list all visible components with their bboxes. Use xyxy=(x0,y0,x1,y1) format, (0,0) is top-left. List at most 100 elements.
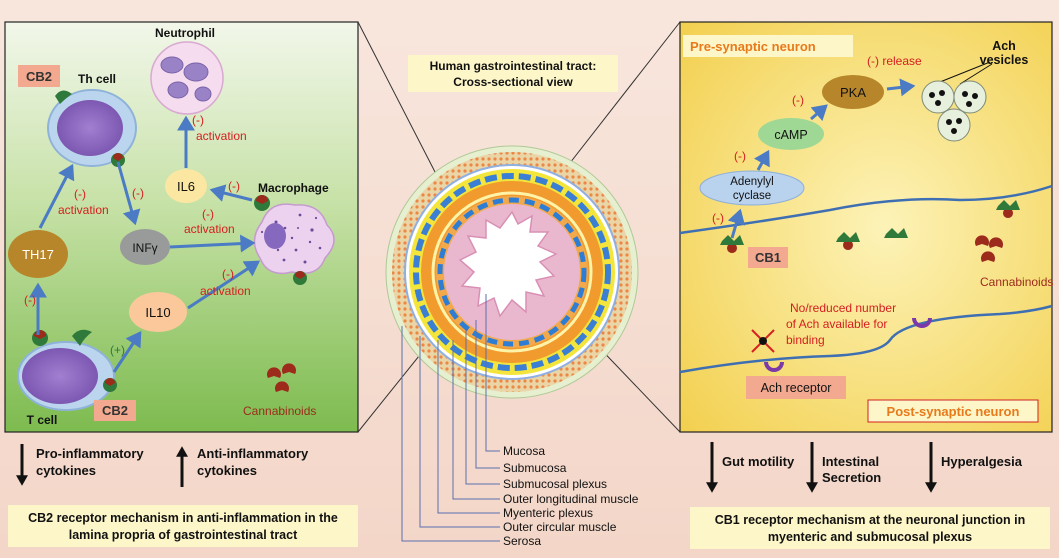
left-caption-line1: CB2 receptor mechanism in anti-inflammat… xyxy=(28,511,338,525)
il6-label: IL6 xyxy=(177,179,195,194)
infg-minus: (-) xyxy=(132,186,144,200)
macrophage-nucleus xyxy=(264,223,286,249)
infg-label: INFγ xyxy=(132,241,157,255)
cb1-label: CB1 xyxy=(755,250,781,265)
ach-receptor-icon-2 xyxy=(912,318,932,328)
cb1-badge xyxy=(748,247,788,268)
post-synaptic-membrane xyxy=(679,304,1053,374)
il10-minus: (-) xyxy=(222,267,234,281)
ach-vesicles-line1: Ach xyxy=(992,39,1016,53)
left-modifiers: (-) (-) activation (-) (-) activation (-… xyxy=(24,113,251,307)
adenylyl-minus: (-) xyxy=(734,149,746,163)
layer-serosa: Serosa xyxy=(503,534,541,548)
cannabinoids-right-label: Cannabinoids xyxy=(980,275,1053,289)
macrophage-label: Macrophage xyxy=(258,181,329,195)
ach-receptor-badge xyxy=(746,376,846,399)
pro-inflammatory-line2: cytokines xyxy=(36,463,96,478)
th-minus: (-) xyxy=(74,187,86,201)
post-synaptic-label: Post-synaptic neuron xyxy=(887,404,1020,419)
infg-node xyxy=(120,229,170,265)
infg-mac-minus: (-) xyxy=(202,207,214,221)
hyperalgesia-label: Hyperalgesia xyxy=(941,454,1023,469)
pka-node xyxy=(822,75,884,109)
ach-pointer-2 xyxy=(959,63,993,85)
intestinal-secretion-line1: Intestinal xyxy=(822,454,879,469)
gi-cross-section xyxy=(385,145,639,399)
release-label: (-) release xyxy=(867,54,922,68)
center-title-line1: Human gastrointestinal tract: xyxy=(430,59,597,73)
il10-node xyxy=(129,292,187,332)
th17-node xyxy=(8,230,68,278)
macrophage-granules xyxy=(260,213,322,264)
mac-il6-minus: (-) xyxy=(228,179,240,193)
cannabinoids-right-icon xyxy=(975,235,1003,262)
adenylyl-line1: Adenylyl xyxy=(730,176,773,188)
camp-minus: (-) xyxy=(792,93,804,107)
ach-vesicles-icon xyxy=(921,80,987,142)
anti-inflammatory-line1: Anti-inflammatory xyxy=(197,446,309,461)
ach-receptor-icon-1 xyxy=(764,362,784,372)
right-modifiers: (-) (-) (-) (-) release xyxy=(712,54,922,225)
cannabinoids-left-label: Cannabinoids xyxy=(243,404,316,418)
center-title-box xyxy=(408,55,618,92)
center-title-line2: Cross-sectional view xyxy=(453,75,573,89)
cb2-bottom-label: CB2 xyxy=(102,403,128,418)
il6-minus: (-) xyxy=(192,113,204,127)
layer-submucosal-plexus: Submucosal plexus xyxy=(503,477,607,491)
right-arrows xyxy=(727,78,916,239)
anti-inflammatory-line2: cytokines xyxy=(197,463,257,478)
blocked-ach-icon xyxy=(751,329,775,353)
cb1-receptor-icons xyxy=(720,200,1020,253)
adenylyl-line2: cyclase xyxy=(733,190,771,202)
il6-node xyxy=(165,169,207,203)
layer-outer-circular-muscle: Outer circular muscle xyxy=(503,520,617,534)
layer-outer-longitudinal-muscle: Outer longitudinal muscle xyxy=(503,492,639,506)
pre-synaptic-box xyxy=(683,35,853,57)
t-cell-label: T cell xyxy=(27,413,58,427)
th-cb2-receptor-icon xyxy=(55,90,72,104)
left-caption-box xyxy=(8,505,358,547)
layer-labels: Mucosa Submucosa Submucosal plexus Outer… xyxy=(503,444,639,548)
neutrophil-nucleus xyxy=(160,56,212,102)
macrophage-ligand-bottom-icon xyxy=(293,271,307,285)
il6-activation: activation xyxy=(196,129,247,143)
th17-minus: (-) xyxy=(24,293,36,307)
no-reduced-line3: binding xyxy=(786,333,825,347)
cb1-minus: (-) xyxy=(712,211,724,225)
no-reduced-line1: No/reduced number xyxy=(790,301,896,315)
tcell-plus: (+) xyxy=(110,343,125,357)
th-cell-nucleus xyxy=(57,100,123,156)
layer-myenteric-plexus: Myenteric plexus xyxy=(503,506,593,520)
left-caption-line2: lamina propria of gastrointestinal tract xyxy=(69,528,298,542)
pro-inflammatory-line1: Pro-inflammatory xyxy=(36,446,144,461)
intestinal-secretion-line2: Secretion xyxy=(822,470,881,485)
post-synaptic-box xyxy=(867,399,1039,423)
macrophage-cell xyxy=(253,203,335,275)
il10-label: IL10 xyxy=(145,305,170,320)
t-cell-ligand-icon xyxy=(32,330,48,346)
pre-synaptic-membrane xyxy=(679,184,1053,235)
ach-vesicles-line2: vesicles xyxy=(980,53,1029,67)
layer-submucosa: Submucosa xyxy=(503,461,567,475)
right-caption-box xyxy=(690,507,1050,549)
ach-receptor-label: Ach receptor xyxy=(761,381,832,395)
layer-leader-lines xyxy=(401,294,500,542)
cb2-bottom-badge xyxy=(94,400,136,421)
layer-mucosa: Mucosa xyxy=(503,444,545,458)
no-reduced-line2: of Ach available for xyxy=(786,317,887,331)
pre-synaptic-label: Pre-synaptic neuron xyxy=(690,39,816,54)
gut-motility-label: Gut motility xyxy=(722,454,795,469)
macrophage-ligand-top-icon xyxy=(254,195,270,211)
neutrophil-label: Neutrophil xyxy=(155,26,215,40)
pka-label: PKA xyxy=(840,85,866,100)
cannabinoids-left-icon xyxy=(267,363,297,392)
left-arrows xyxy=(29,115,261,373)
th-ligand-icon xyxy=(111,153,125,167)
t-cell-ligand-right-icon xyxy=(103,378,117,392)
th-activation: activation xyxy=(58,203,109,217)
right-caption-line2: myenteric and submucosal plexus xyxy=(768,530,972,544)
il10-activation: activation xyxy=(200,284,251,298)
adenylyl-cyclase-node xyxy=(699,170,805,206)
